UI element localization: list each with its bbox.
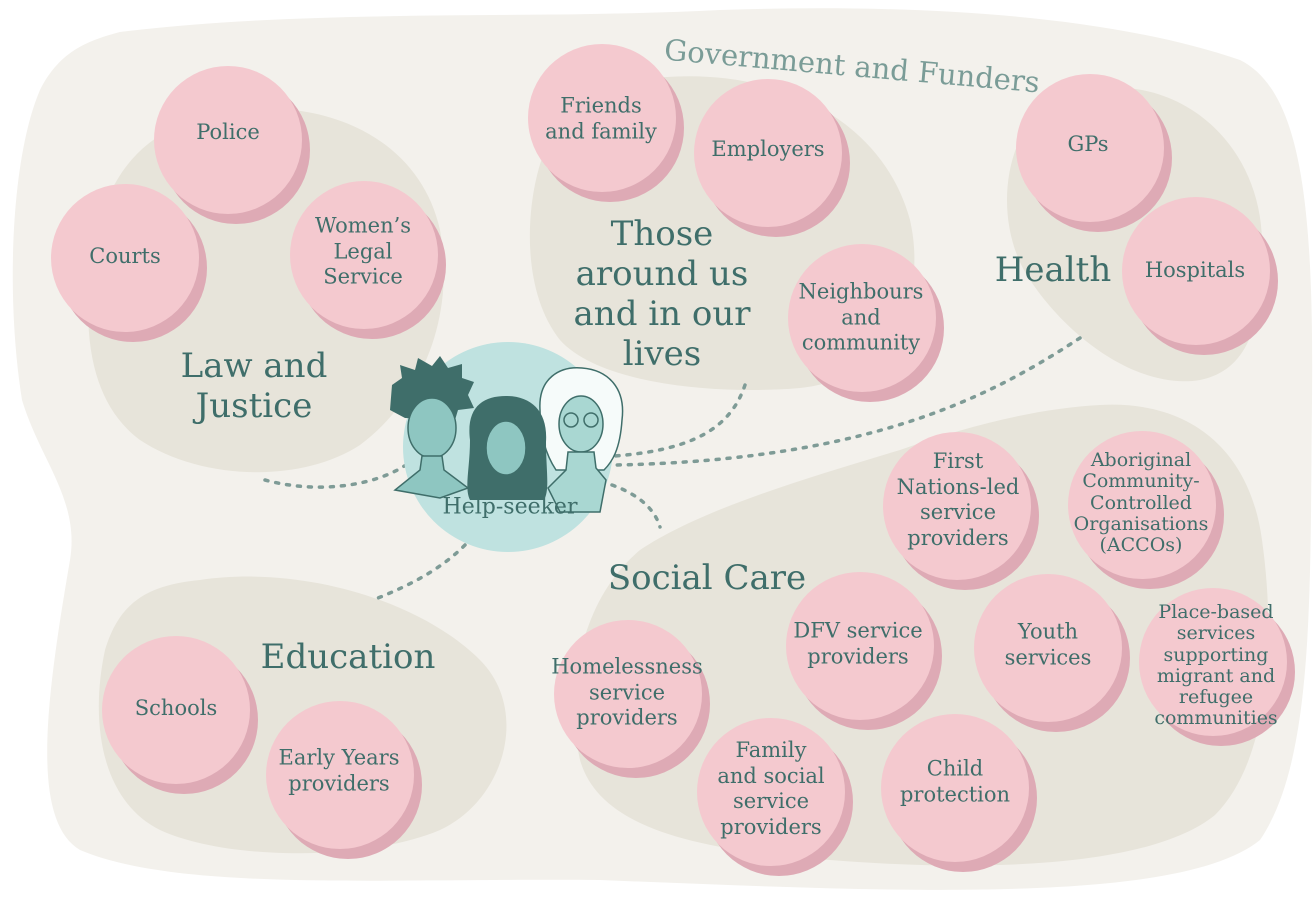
node-circle-hospitals (1122, 197, 1270, 345)
node-circle-first-nations (883, 432, 1031, 580)
node-courts: Courts (89, 244, 161, 269)
help-seeker-label: Help-seeker (442, 494, 578, 520)
node-circle-early-years (266, 701, 414, 849)
node-circle-family-social (697, 718, 845, 866)
node-hospitals: Hospitals (1144, 258, 1246, 283)
node-circle-police (154, 66, 302, 214)
node-circle-youth (974, 574, 1122, 722)
node-employers: Employers (711, 137, 825, 162)
node-circle-accos (1068, 431, 1216, 579)
node-gps: GPs (1067, 132, 1109, 157)
node-circle-employers (694, 79, 842, 227)
node-circle-friends-family (528, 44, 676, 192)
node-circle-womens-legal-service (290, 181, 438, 329)
health-title: Health (994, 249, 1112, 290)
connector-social (610, 483, 662, 529)
node-circle-schools (102, 636, 250, 784)
connector-education (376, 543, 467, 600)
node-circle-courts (51, 184, 199, 332)
social-care-title: Social Care (607, 557, 807, 598)
node-police: Police (196, 120, 260, 145)
connector-those (613, 383, 747, 458)
connector-law (263, 460, 412, 489)
education-title: Education (260, 636, 436, 677)
node-circle-gps (1016, 74, 1164, 222)
node-circle-neighbours-community (788, 244, 936, 392)
node-circle-dfv (786, 572, 934, 720)
connector-health (613, 336, 1082, 467)
node-circle-child-protection (881, 714, 1029, 862)
people-illustration-icon (390, 356, 624, 513)
node-circle-place-based (1139, 588, 1287, 736)
node-schools: Schools (134, 696, 218, 721)
node-circle-homelessness (554, 620, 702, 768)
